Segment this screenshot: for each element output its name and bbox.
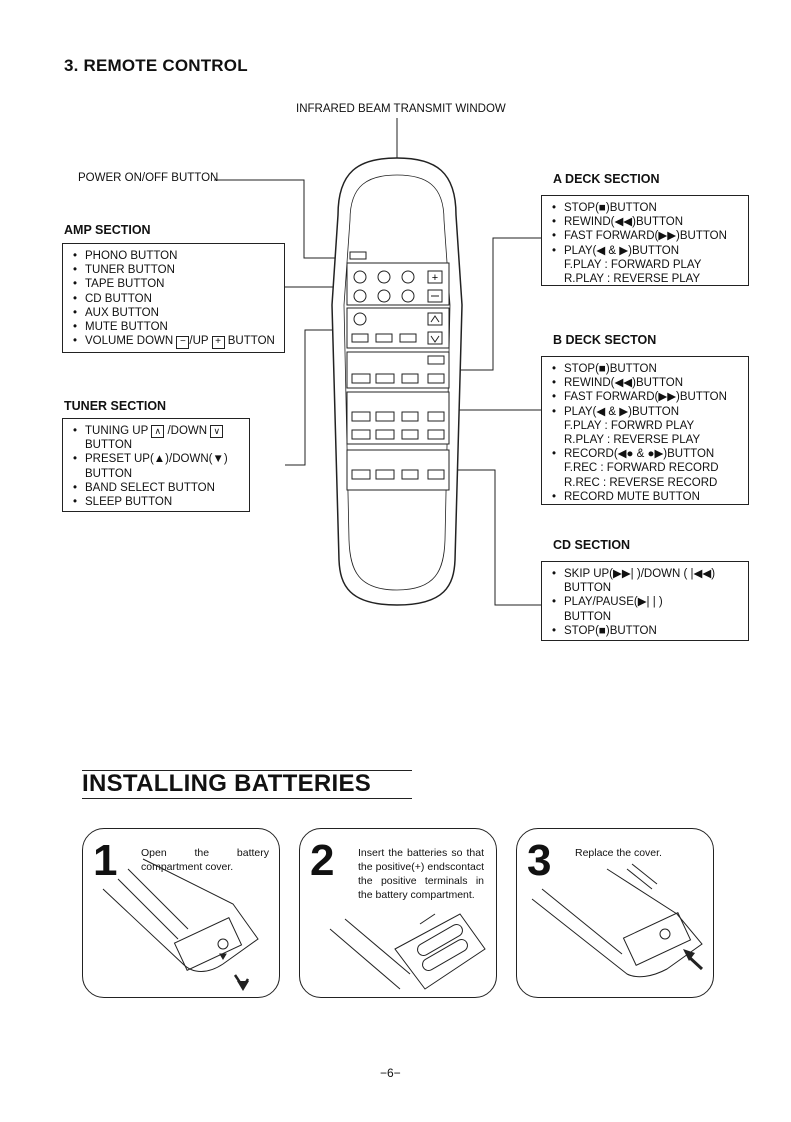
page-title: 3. REMOTE CONTROL — [64, 56, 248, 75]
cd-section-title: CD SECTION — [553, 538, 631, 552]
battery-step-2: 2 Insert the batteries so that the posit… — [299, 828, 497, 998]
amp-item: MUTE BUTTON — [73, 320, 276, 334]
b-deck-record-sub: F.REC : FORWARD RECORD — [564, 462, 719, 475]
cd-play-item: PLAY/PAUSE(▶| | ) — [552, 595, 740, 609]
tuner-tuning-button: BUTTON — [85, 439, 133, 452]
b-deck-item: STOP(■)BUTTON — [552, 362, 740, 376]
amp-item: PHONO BUTTON — [73, 249, 276, 263]
b-deck-sub: F.PLAY : FORWRD PLAY — [564, 419, 695, 432]
step-2-illustration — [329, 913, 486, 990]
step-text: Insert the batteries so that the positiv… — [358, 847, 484, 901]
step-number: 2 — [310, 836, 335, 885]
amp-item: TAPE BUTTON — [73, 277, 276, 291]
a-deck-box: STOP(■)BUTTON REWIND(◀◀)BUTTON FAST FORW… — [541, 195, 749, 286]
tuner-section-box: TUNING UP ∧ /DOWN ∨ BUTTON PRESET UP(▲)/… — [62, 418, 250, 512]
a-deck-sub: R.PLAY : REVERSE PLAY — [564, 273, 701, 286]
tuner-section-title: TUNER SECTION — [64, 399, 167, 413]
b-deck-title: B DECK SECTON — [553, 333, 657, 347]
tuner-band-item: BAND SELECT BUTTON — [73, 481, 241, 495]
cd-skip-item: SKIP UP(▶▶| )/DOWN ( |◀◀) — [552, 567, 740, 581]
amp-section-title: AMP SECTION — [64, 223, 151, 237]
tuning-up-label: TUNING UP — [85, 425, 149, 437]
amp-volume-item: VOLUME DOWN −/UP + BUTTON — [73, 334, 276, 350]
amp-item: TUNER BUTTON — [73, 263, 276, 277]
installing-title: INSTALLING BATTERIES — [82, 770, 372, 797]
installing-bottom-rule — [82, 798, 412, 799]
a-deck-item: STOP(■)BUTTON — [552, 201, 740, 215]
cd-skip-button: BUTTON — [564, 582, 612, 595]
b-deck-mute-item: RECORD MUTE BUTTON — [552, 490, 740, 504]
b-deck-item: PLAY(◀ & ▶)BUTTON — [552, 405, 740, 419]
tuning-up-icon: ∧ — [151, 425, 165, 438]
a-deck-title: A DECK SECTION — [553, 172, 660, 186]
page-number: −6− — [380, 1066, 401, 1080]
amp-item: AUX BUTTON — [73, 306, 276, 320]
minus-icon: − — [176, 336, 190, 350]
cd-play-button: BUTTON — [564, 610, 612, 623]
step-3-illustration — [531, 863, 704, 978]
tuner-tuning-item: TUNING UP ∧ /DOWN ∨ — [73, 424, 241, 438]
step-1-illustration — [102, 858, 259, 991]
b-deck-box: STOP(■)BUTTON REWIND(◀◀)BUTTON FAST FORW… — [541, 356, 749, 505]
tuner-preset-item: PRESET UP(▲)/DOWN(▼) — [73, 452, 241, 466]
remote-control-diagram: + — [214, 118, 541, 606]
b-deck-record-item: RECORD(◀● & ●▶)BUTTON — [552, 447, 740, 461]
tuner-preset-button: BUTTON — [85, 467, 133, 480]
a-deck-item: PLAY(◀ & ▶)BUTTON — [552, 244, 740, 258]
infrared-label: INFRARED BEAM TRANSMIT WINDOW — [296, 103, 506, 115]
b-deck-record-sub: R.REC : REVERSE RECORD — [564, 476, 718, 489]
battery-step-3: 3 Replace the cover. — [516, 828, 714, 998]
cd-stop-item: STOP(■)BUTTON — [552, 624, 740, 638]
a-deck-sub: F.PLAY : FORWARD PLAY — [564, 258, 702, 271]
installing-top-rule — [82, 770, 412, 771]
tuning-down-icon: ∨ — [210, 425, 224, 438]
cd-section-box: SKIP UP(▶▶| )/DOWN ( |◀◀) BUTTON PLAY/PA… — [541, 561, 749, 641]
step-text: Replace the cover. — [575, 847, 662, 859]
svg-text:+: + — [432, 272, 438, 284]
step-number: 3 — [527, 836, 552, 885]
battery-step-1: 1 Open the battery compartment cover. — [82, 828, 280, 998]
step-number: 1 — [93, 836, 118, 885]
amp-item: CD BUTTON — [73, 292, 276, 306]
b-deck-sub: R.PLAY : REVERSE PLAY — [564, 434, 701, 447]
b-deck-item: FAST FORWARD(▶▶)BUTTON — [552, 390, 740, 404]
plus-icon: + — [211, 336, 225, 350]
a-deck-item: FAST FORWARD(▶▶)BUTTON — [552, 229, 740, 243]
tuning-down-label: /DOWN — [167, 425, 208, 437]
power-label: POWER ON/OFF BUTTON — [78, 172, 219, 184]
a-deck-item: REWIND(◀◀)BUTTON — [552, 215, 740, 229]
b-deck-item: REWIND(◀◀)BUTTON — [552, 376, 740, 390]
volume-button-label: BUTTON — [227, 335, 275, 348]
amp-section-box: PHONO BUTTON TUNER BUTTON TAPE BUTTON CD… — [62, 243, 285, 353]
tuner-sleep-item: SLEEP BUTTON — [73, 495, 241, 509]
volume-up-label: /UP — [189, 335, 209, 348]
volume-down-label: VOLUME DOWN — [85, 335, 174, 348]
